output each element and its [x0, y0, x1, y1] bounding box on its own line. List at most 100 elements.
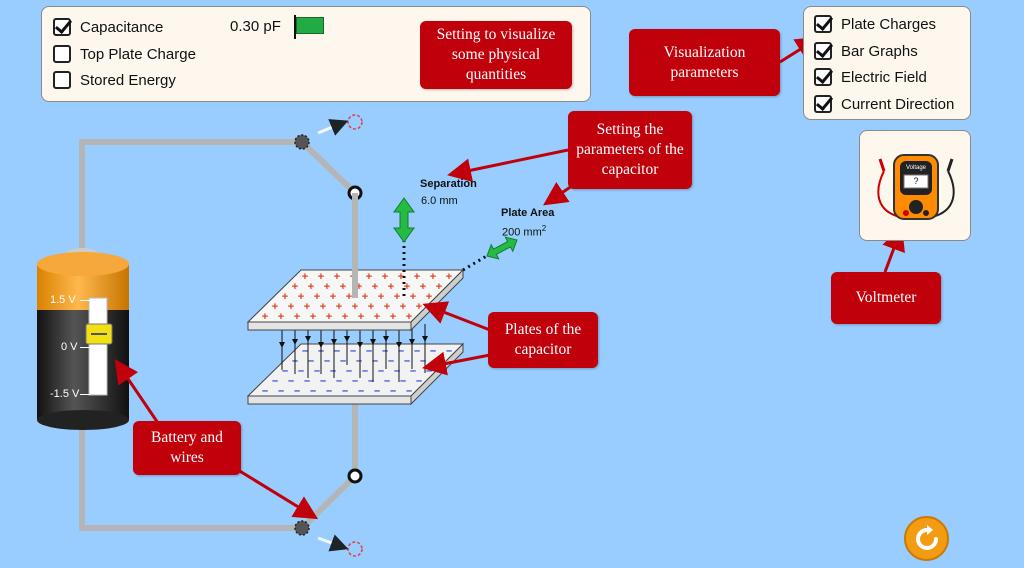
- minus-charge: –: [302, 345, 308, 357]
- bar-graphs-checkbox-row[interactable]: Bar Graphs: [814, 42, 918, 60]
- minus-charge: –: [394, 365, 400, 377]
- plus-charge: +: [404, 281, 410, 293]
- minus-charge: –: [430, 345, 436, 357]
- minus-charge: –: [388, 355, 394, 367]
- separation-label: Separation: [420, 178, 477, 190]
- switch-contacts[interactable]: [294, 114, 363, 557]
- switch-arrow-bottom: [317, 534, 349, 552]
- electric-field-checkbox-row[interactable]: Electric Field: [814, 68, 927, 86]
- voltmeter-icon[interactable]: [860, 131, 972, 242]
- minus-charge: –: [336, 375, 342, 387]
- minus-charge: –: [406, 385, 412, 397]
- field-arrowhead: [305, 336, 311, 342]
- plus-charge: +: [340, 281, 346, 293]
- reset-button[interactable]: [904, 516, 949, 561]
- top-plate-charge-checkbox[interactable]: [53, 45, 71, 63]
- plus-charge: +: [410, 291, 416, 303]
- plus-charge: +: [406, 311, 412, 323]
- minus-charge: –: [374, 385, 380, 397]
- bar-graphs-checkbox[interactable]: [814, 42, 832, 60]
- plus-charge: +: [398, 271, 404, 283]
- plus-charge: +: [384, 301, 390, 313]
- minus-charge: –: [398, 345, 404, 357]
- minus-charge: –: [310, 385, 316, 397]
- minus-charge: –: [262, 385, 268, 397]
- plus-charge: +: [302, 271, 308, 283]
- current-direction-checkbox[interactable]: [814, 95, 832, 113]
- reset-icon: [915, 524, 938, 550]
- plus-charge: +: [298, 291, 304, 303]
- plate-charges-checkbox-row[interactable]: Plate Charges: [814, 15, 936, 33]
- plate-area-label: Plate Area: [501, 207, 555, 219]
- plus-charge: +: [336, 301, 342, 313]
- plus-charge: +: [378, 291, 384, 303]
- callout-capacitor-params: Setting the parameters of the capacitor: [568, 111, 692, 189]
- plate-charges-checkbox[interactable]: [814, 15, 832, 33]
- current-direction-label: Current Direction: [841, 95, 955, 113]
- battery-tick-min: -1.5 V: [50, 388, 80, 400]
- separation-handle[interactable]: [393, 197, 415, 298]
- plus-charge: +: [294, 311, 300, 323]
- electric-field-checkbox[interactable]: [814, 68, 832, 86]
- field-arrowhead: [292, 339, 298, 345]
- minus-charge: –: [400, 375, 406, 387]
- plate-area-number: 200 mm: [502, 226, 542, 239]
- minus-charge: –: [362, 365, 368, 377]
- plus-charge: +: [342, 311, 348, 323]
- field-arrowhead: [331, 339, 337, 345]
- plus-charge: +: [282, 291, 288, 303]
- field-arrowhead: [344, 336, 350, 342]
- stored-energy-checkbox-row[interactable]: Stored Energy: [53, 71, 176, 89]
- top-plate-charge-checkbox-row[interactable]: Top Plate Charge: [53, 45, 196, 63]
- switch-open-target-bottom: [347, 541, 363, 557]
- plus-charge: +: [288, 301, 294, 313]
- minus-charge: –: [298, 365, 304, 377]
- current-direction-checkbox-row[interactable]: Current Direction: [814, 95, 954, 113]
- battery[interactable]: [37, 248, 129, 430]
- minus-charge: –: [368, 375, 374, 387]
- plus-charge: +: [314, 291, 320, 303]
- minus-charge: –: [378, 365, 384, 377]
- capacitance-checkbox[interactable]: [53, 18, 71, 36]
- minus-charge: –: [358, 385, 364, 397]
- minus-charge: –: [288, 375, 294, 387]
- plus-charge: +: [394, 291, 400, 303]
- field-arrowhead: [357, 342, 363, 348]
- capacitance-bar-flag-fill: [296, 17, 324, 34]
- plus-charge: +: [308, 281, 314, 293]
- minus-charge: –: [308, 355, 314, 367]
- stored-energy-label: Stored Energy: [80, 71, 176, 89]
- plus-charge: +: [272, 301, 278, 313]
- field-arrowhead: [409, 339, 415, 345]
- plus-charge: +: [304, 301, 310, 313]
- capacitance-checkbox-row[interactable]: Capacitance: [53, 18, 163, 36]
- field-arrowhead: [279, 342, 285, 348]
- plus-charge: +: [358, 311, 364, 323]
- plus-charge: +: [262, 311, 268, 323]
- minus-charge: –: [314, 365, 320, 377]
- voltmeter-toolbox[interactable]: Voltage ?: [859, 130, 971, 241]
- field-arrowhead: [318, 342, 324, 348]
- minus-charge: –: [346, 365, 352, 377]
- plate-area-unit-exponent: 2: [541, 224, 547, 233]
- callout-voltmeter: Voltmeter: [831, 272, 941, 324]
- minus-charge: –: [340, 355, 346, 367]
- minus-charge: –: [294, 385, 300, 397]
- electric-field-label: Electric Field: [841, 68, 927, 86]
- minus-charge: –: [352, 375, 358, 387]
- capacitance-bar-flag: [294, 15, 296, 39]
- minus-charge: –: [326, 385, 332, 397]
- plus-charge: +: [388, 281, 394, 293]
- stored-energy-checkbox[interactable]: [53, 71, 71, 89]
- minus-charge: –: [446, 345, 452, 357]
- plus-charge: +: [372, 281, 378, 293]
- switch-pivot-bottom: [294, 520, 310, 536]
- capacitance-label: Capacitance: [80, 18, 164, 36]
- minus-charge: –: [382, 345, 388, 357]
- plus-charge: +: [416, 301, 422, 313]
- plus-charge: +: [368, 301, 374, 313]
- plus-charge: +: [362, 291, 368, 303]
- plus-charge: +: [320, 301, 326, 313]
- plate-area-handle[interactable]: [462, 233, 521, 272]
- minus-charge: –: [372, 355, 378, 367]
